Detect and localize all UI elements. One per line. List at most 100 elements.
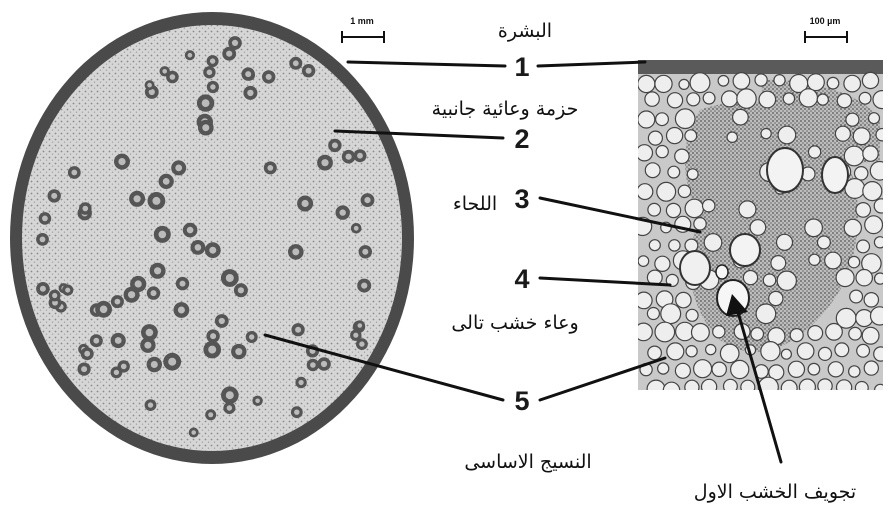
parenchyma-cell	[778, 126, 796, 144]
vascular-bundle	[111, 333, 126, 348]
parenchyma-cell	[751, 328, 764, 341]
label-number-1: 1	[514, 52, 529, 82]
parenchyma-cell	[636, 145, 652, 161]
vascular-bundle	[90, 334, 103, 347]
vascular-bundle	[221, 386, 239, 404]
vascular-bundle	[48, 189, 61, 202]
parenchyma-cell	[855, 382, 868, 395]
parenchyma-cell	[687, 93, 700, 106]
small-vessel	[716, 265, 728, 279]
vascular-bundle	[68, 166, 81, 179]
vascular-bundle	[154, 226, 171, 243]
vascular-bundle	[198, 120, 214, 136]
vascular-bundle	[205, 409, 216, 420]
parenchyma-cell	[818, 236, 831, 249]
vascular-bundle	[95, 301, 112, 318]
vascular-bundle	[171, 160, 186, 175]
parenchyma-cell	[761, 129, 771, 139]
parenchyma-cell	[781, 349, 791, 359]
parenchyma-cell	[846, 113, 859, 126]
parenchyma-cell	[656, 146, 668, 158]
parenchyma-cell	[874, 237, 885, 248]
parenchyma-cell	[694, 218, 706, 230]
xylem-vessel	[822, 157, 848, 193]
vascular-bundle	[297, 196, 313, 212]
label-text-phloem: اللحاء	[453, 193, 497, 215]
vascular-bundle	[243, 86, 257, 100]
parenchyma-cell	[876, 129, 888, 141]
parenchyma-cell	[874, 199, 888, 213]
parenchyma-cell	[750, 220, 766, 236]
stem-section	[10, 12, 414, 464]
parenchyma-cell	[828, 362, 843, 377]
parenchyma-cell	[739, 201, 756, 218]
label-text-lateral-bundle: حزمة وعائية جانبية	[432, 98, 579, 120]
vascular-bundle	[174, 302, 190, 318]
parenchyma-cell	[808, 326, 823, 341]
parenchyma-cell	[648, 346, 662, 360]
vascular-bundle	[203, 66, 215, 78]
parenchyma-cell	[863, 182, 882, 201]
parenchyma-cell	[667, 128, 683, 144]
parenchyma-cell	[727, 132, 737, 142]
parenchyma-cell	[870, 162, 889, 181]
vascular-bundle	[163, 353, 181, 371]
parenchyma-cell	[669, 240, 680, 251]
parenchyma-cell	[733, 73, 750, 90]
parenchyma-cell	[635, 323, 653, 341]
vascular-bundle	[289, 57, 302, 70]
parenchyma-cell	[783, 93, 794, 104]
vascular-bundle	[81, 347, 94, 360]
vascular-bundle	[36, 233, 49, 246]
parenchyma-cell	[864, 361, 878, 375]
parenchyma-cell	[799, 379, 815, 395]
parenchyma-cell	[678, 185, 690, 197]
vascular-bundle	[317, 357, 331, 371]
parenchyma-cell	[837, 94, 851, 108]
parenchyma-cell	[763, 274, 775, 286]
parenchyma-cell	[755, 74, 767, 86]
parenchyma-cell	[663, 382, 679, 398]
parenchyma-cell	[722, 91, 738, 107]
vascular-bundle	[207, 55, 219, 67]
parenchyma-cell	[790, 329, 803, 342]
parenchyma-cell	[756, 304, 776, 324]
vascular-bundle	[185, 50, 195, 60]
vascular-bundle	[354, 149, 367, 162]
parenchyma-cell	[836, 269, 854, 287]
parenchyma-cell	[837, 380, 852, 395]
vascular-bundle	[336, 205, 350, 219]
vascular-bundle	[262, 70, 275, 83]
parenchyma-cell	[835, 126, 850, 141]
parenchyma-cell	[702, 379, 717, 394]
vascular-bundle	[361, 193, 375, 207]
vascular-bundle	[114, 154, 130, 170]
vascular-bundle	[145, 80, 155, 90]
vascular-bundle	[342, 150, 356, 164]
parenchyma-cell	[849, 366, 860, 377]
parenchyma-cell	[731, 360, 749, 378]
vascular-bundle	[234, 283, 248, 297]
parenchyma-cell	[675, 109, 695, 129]
vascular-bundle	[205, 242, 221, 258]
parenchyma-cell	[862, 327, 879, 344]
parenchyma-cell	[655, 75, 672, 92]
vascular-bundle	[307, 359, 319, 371]
parenchyma-cell	[690, 73, 710, 93]
parenchyma-cell	[875, 384, 886, 395]
label-number-4: 4	[514, 264, 529, 294]
parenchyma-cell	[857, 344, 870, 357]
parenchyma-cell	[871, 307, 889, 325]
parenchyma-cell	[827, 77, 839, 89]
parenchyma-cell	[637, 184, 653, 200]
parenchyma-cell	[685, 239, 698, 252]
vascular-bundle	[147, 286, 160, 299]
vascular-bundle	[215, 314, 229, 328]
parenchyma-cell	[649, 240, 660, 251]
vascular-bundle	[62, 285, 73, 296]
parenchyma-cell	[737, 89, 756, 108]
parenchyma-cell	[849, 327, 862, 340]
parenchyma-cell	[675, 149, 689, 163]
vascular-bundle	[49, 290, 61, 302]
vascular-bundle	[350, 330, 361, 341]
